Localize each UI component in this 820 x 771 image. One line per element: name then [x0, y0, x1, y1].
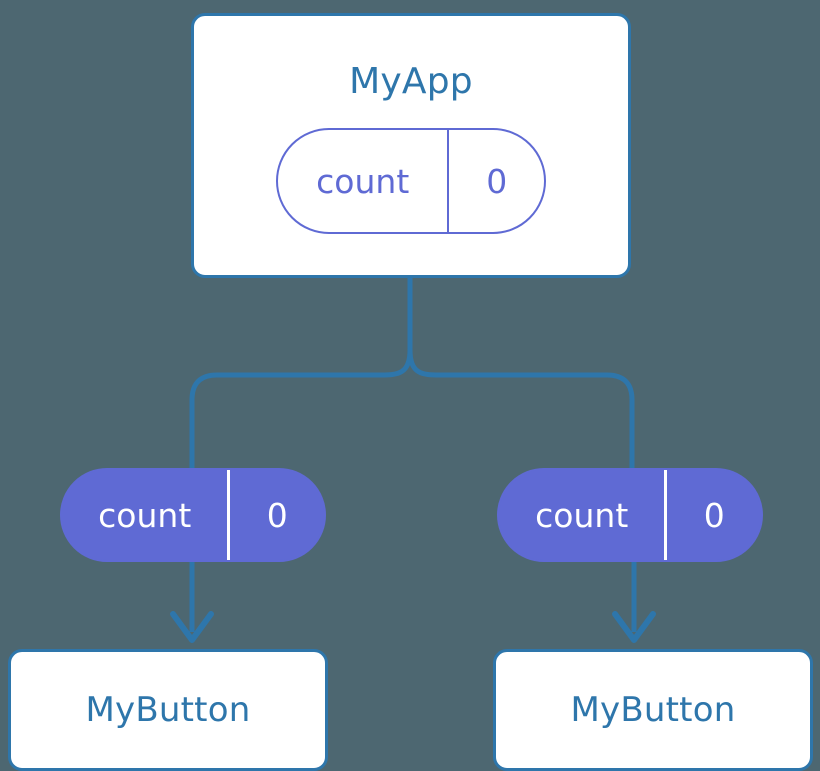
arrow-right [612, 562, 656, 643]
state-pill-count[interactable]: count 0 [276, 128, 546, 234]
component-name-mybutton-right: MyButton [570, 690, 736, 730]
connector-fork-right [407, 347, 635, 471]
props-pill-left[interactable]: count 0 [60, 468, 326, 562]
props-pill-right[interactable]: count 0 [497, 468, 763, 562]
arrow-left [170, 562, 214, 643]
state-pill-value: 0 [447, 130, 544, 232]
component-card-mybutton-right[interactable]: MyButton [493, 649, 813, 771]
component-name-myapp: MyApp [349, 61, 473, 102]
props-pill-left-value: 0 [227, 470, 324, 560]
props-pill-left-key: count [98, 495, 192, 535]
component-name-mybutton-left: MyButton [85, 690, 251, 730]
component-card-mybutton-left[interactable]: MyButton [8, 649, 328, 771]
props-pill-right-key: count [535, 495, 629, 535]
state-pill-key: count [316, 161, 410, 201]
props-pill-right-value: 0 [664, 470, 761, 560]
connector-fork-left [189, 347, 413, 471]
